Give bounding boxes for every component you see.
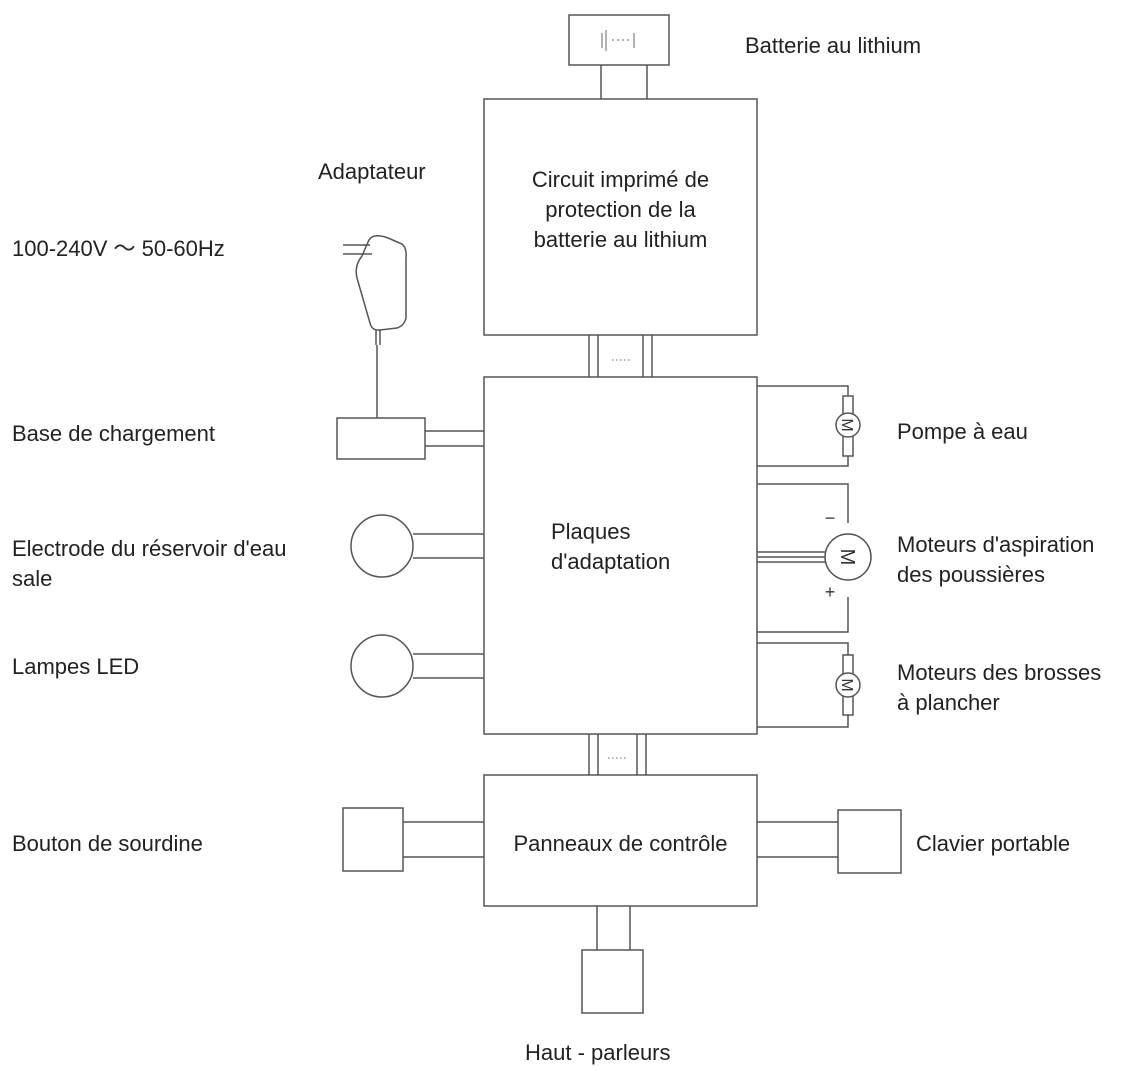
- pcb-bus-connector: [588, 335, 653, 377]
- electrode-label-line-2: sale: [12, 566, 53, 591]
- svg-text:M: M: [838, 418, 855, 431]
- adapter-plug-icon: [343, 235, 407, 418]
- charging-base-connector: [425, 430, 484, 447]
- keyboard-box: [837, 809, 902, 874]
- control-panel-box: [483, 774, 758, 907]
- pump-motor-icon: M: [835, 395, 861, 457]
- svg-text:M: M: [836, 549, 858, 566]
- suction-motor-label-line-1: Moteurs d'aspiration: [897, 532, 1095, 557]
- battery-label: Batterie au lithium: [745, 33, 922, 58]
- suction-minus-symbol: −: [825, 508, 836, 528]
- speakers-label: Haut - parleurs: [525, 1040, 671, 1065]
- pcb-label-line-2: protection de la: [545, 197, 696, 222]
- mute-button-box: [342, 807, 404, 872]
- suction-plus-symbol: +: [825, 582, 836, 602]
- suction-motor-icon: M: [824, 533, 872, 581]
- brush-motor-label-line-1: Moteurs des brosses: [897, 660, 1102, 685]
- pump-wiring: [757, 385, 849, 467]
- mute-button-label: Bouton de sourdine: [12, 831, 203, 856]
- pcb-label-line-1: Circuit imprimé de: [531, 167, 710, 192]
- suction-motor-wiring: [757, 483, 849, 633]
- keyboard-label: Clavier portable: [916, 831, 1071, 856]
- adaptation-label-line-2: d'adaptation: [551, 549, 671, 574]
- led-connector: [413, 653, 484, 679]
- battery-connector: [600, 65, 648, 99]
- adaptation-box: [483, 376, 758, 735]
- brush-motor-wiring: [757, 642, 849, 728]
- svg-text:M: M: [838, 678, 855, 691]
- speakers-box: [581, 949, 644, 1014]
- brush-motor-label-line-2: à plancher: [897, 690, 1000, 715]
- brush-motor-label: Moteurs des brosses à plancher: [897, 658, 1101, 718]
- keyboard-connector: [757, 821, 838, 858]
- control-panel-label: Panneaux de contrôle: [513, 831, 728, 856]
- control-bus-connector: [588, 734, 647, 775]
- pcb-label-line-3: batterie au lithium: [533, 227, 708, 252]
- pump-label: Pompe à eau: [897, 419, 1028, 444]
- battery-icon: [568, 14, 670, 66]
- electrode-label: Electrode du réservoir d'eau sale: [12, 534, 286, 594]
- pcb-label: Circuit imprimé de protection de la batt…: [484, 165, 757, 255]
- led-circle: [350, 634, 414, 698]
- voltage-label: 100-240V ～ 50-60Hz: [12, 236, 225, 261]
- speakers-connector: [596, 906, 631, 950]
- electrode-connector: [413, 533, 484, 559]
- mute-button-connector: [403, 821, 484, 858]
- adapter-label: Adaptateur: [318, 159, 426, 184]
- suction-motor-label-line-2: des poussières: [897, 562, 1045, 587]
- adaptation-label-line-1: Plaques: [551, 519, 631, 544]
- brush-motor-icon: M: [835, 654, 861, 716]
- pcb-box: [483, 98, 758, 336]
- charging-base-box: [336, 417, 426, 460]
- electrode-label-line-1: Electrode du réservoir d'eau: [12, 536, 287, 561]
- led-label: Lampes LED: [12, 654, 140, 679]
- suction-motor-label: Moteurs d'aspiration des poussières: [897, 530, 1094, 590]
- charging-base-label: Base de chargement: [12, 421, 216, 446]
- adaptation-label: Plaques d'adaptation: [551, 517, 670, 577]
- electrode-circle: [350, 514, 414, 578]
